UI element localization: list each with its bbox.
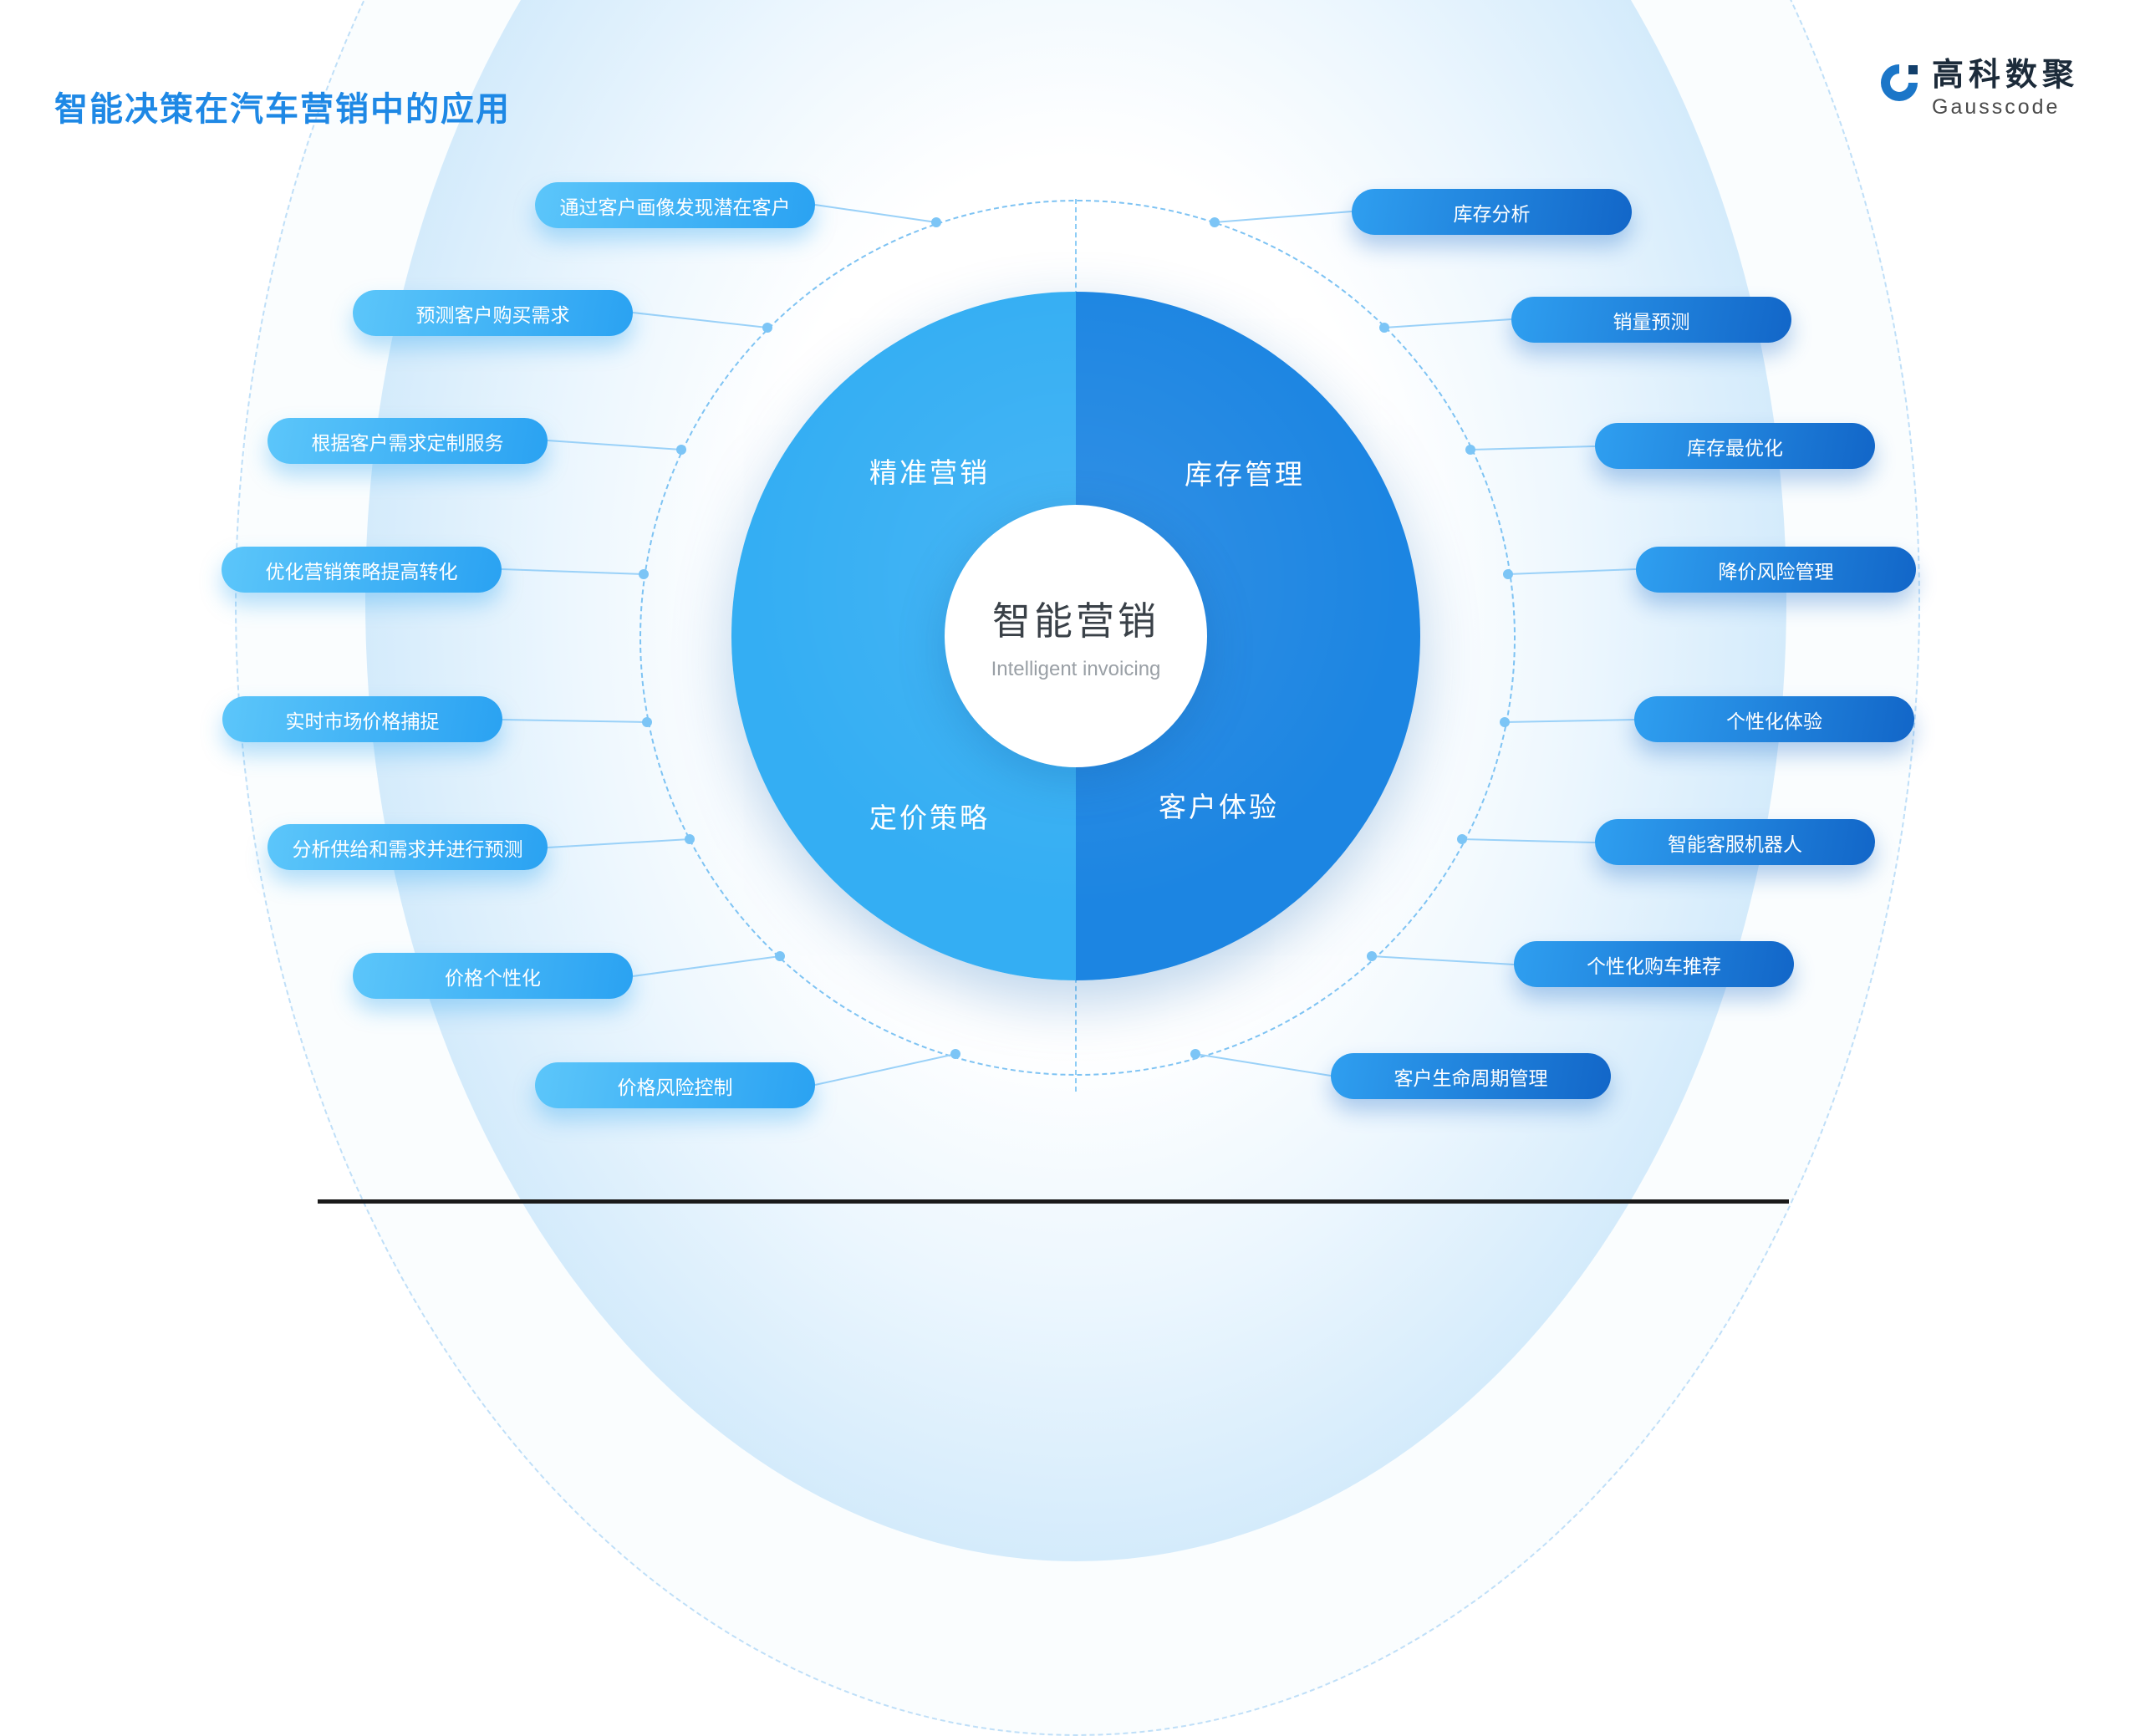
connector-dot — [1210, 217, 1220, 227]
connector-line — [1214, 211, 1353, 223]
quadrant-inventory-management: 库存管理 — [1185, 459, 1305, 490]
connector-dot — [775, 951, 785, 961]
connector-line — [1504, 719, 1635, 723]
quadrant-pricing-strategy: 定价策略 — [869, 802, 990, 833]
node-personalized-car-recommendation: 个性化购车推荐 — [1514, 941, 1794, 987]
logo-name: 高科数聚 — [1932, 58, 2080, 93]
connector-dot — [676, 445, 686, 455]
quadrant-precision-marketing: 精准营销 — [869, 457, 990, 488]
connector-line — [547, 440, 682, 451]
connector-dot — [950, 1049, 960, 1059]
bottom-edge-bar — [318, 1199, 1789, 1204]
connector-line — [1461, 838, 1596, 843]
node-customer-lifecycle-management: 客户生命周期管理 — [1331, 1053, 1611, 1099]
connector-line — [1371, 955, 1515, 965]
connector-dot — [1500, 717, 1510, 727]
connector-line — [501, 568, 645, 575]
node-price-personalization: 价格个性化 — [353, 953, 633, 999]
connector-dot — [762, 323, 772, 333]
connector-dot — [1465, 445, 1475, 455]
node-purchase-demand-forecast: 预测客户购买需求 — [353, 290, 633, 336]
connector-line — [1507, 568, 1637, 575]
logo-subtitle: Gausscode — [1932, 94, 2061, 119]
node-customized-service: 根据客户需求定制服务 — [268, 418, 548, 464]
node-customer-profiling: 通过客户画像发现潜在客户 — [535, 182, 815, 228]
connector-line — [1383, 318, 1512, 328]
connector-line — [814, 1053, 956, 1086]
node-supply-demand-forecast: 分析供给和需求并进行预测 — [268, 824, 548, 870]
center-hub: 智能营销 Intelligent invoicing — [945, 505, 1207, 767]
main-circle — [731, 292, 1420, 980]
center-subtitle: Intelligent invoicing — [991, 658, 1161, 680]
connector-dot — [1379, 323, 1389, 333]
connector-line — [547, 838, 690, 848]
connector-line — [502, 719, 648, 723]
page-title: 智能决策在汽车营销中的应用 — [54, 91, 511, 128]
node-optimize-conversion: 优化营销策略提高转化 — [222, 547, 502, 593]
logo: 高科数聚 Gausscode — [1877, 58, 2080, 120]
quadrant-customer-experience: 客户体验 — [1159, 792, 1279, 822]
node-inventory-optimization: 库存最优化 — [1595, 423, 1875, 469]
connector-line — [632, 312, 768, 328]
node-personalized-experience: 个性化体验 — [1634, 696, 1914, 742]
node-price-risk-control: 价格风险控制 — [535, 1062, 815, 1108]
connector-dot — [685, 834, 695, 844]
gausscode-logo-icon — [1881, 64, 1918, 101]
connector-dot — [1367, 951, 1377, 961]
connector-dot — [1457, 834, 1467, 844]
connector-dot — [931, 217, 941, 227]
connector-line — [632, 955, 781, 977]
connector-dot — [642, 717, 652, 727]
connector-dot — [639, 569, 649, 579]
node-inventory-analysis: 库存分析 — [1352, 189, 1632, 235]
slide: 精准营销 库存管理 定价策略 客户体验 智能营销 Intelligent inv… — [54, 0, 2080, 1736]
connector-dot — [1190, 1049, 1200, 1059]
node-markdown-risk-management: 降价风险管理 — [1636, 547, 1916, 593]
connector-dot — [1503, 569, 1513, 579]
connector-line — [814, 204, 937, 223]
outer-dashed-circle — [639, 200, 1516, 1076]
node-sales-forecast: 销量预测 — [1511, 297, 1791, 343]
connector-layer — [501, 204, 1637, 1086]
connector-line — [1470, 445, 1596, 451]
node-realtime-price-capture: 实时市场价格捕捉 — [222, 696, 502, 742]
node-service-chatbot: 智能客服机器人 — [1595, 819, 1875, 865]
connector-line — [1195, 1053, 1332, 1077]
center-title: 智能营销 — [992, 599, 1159, 643]
